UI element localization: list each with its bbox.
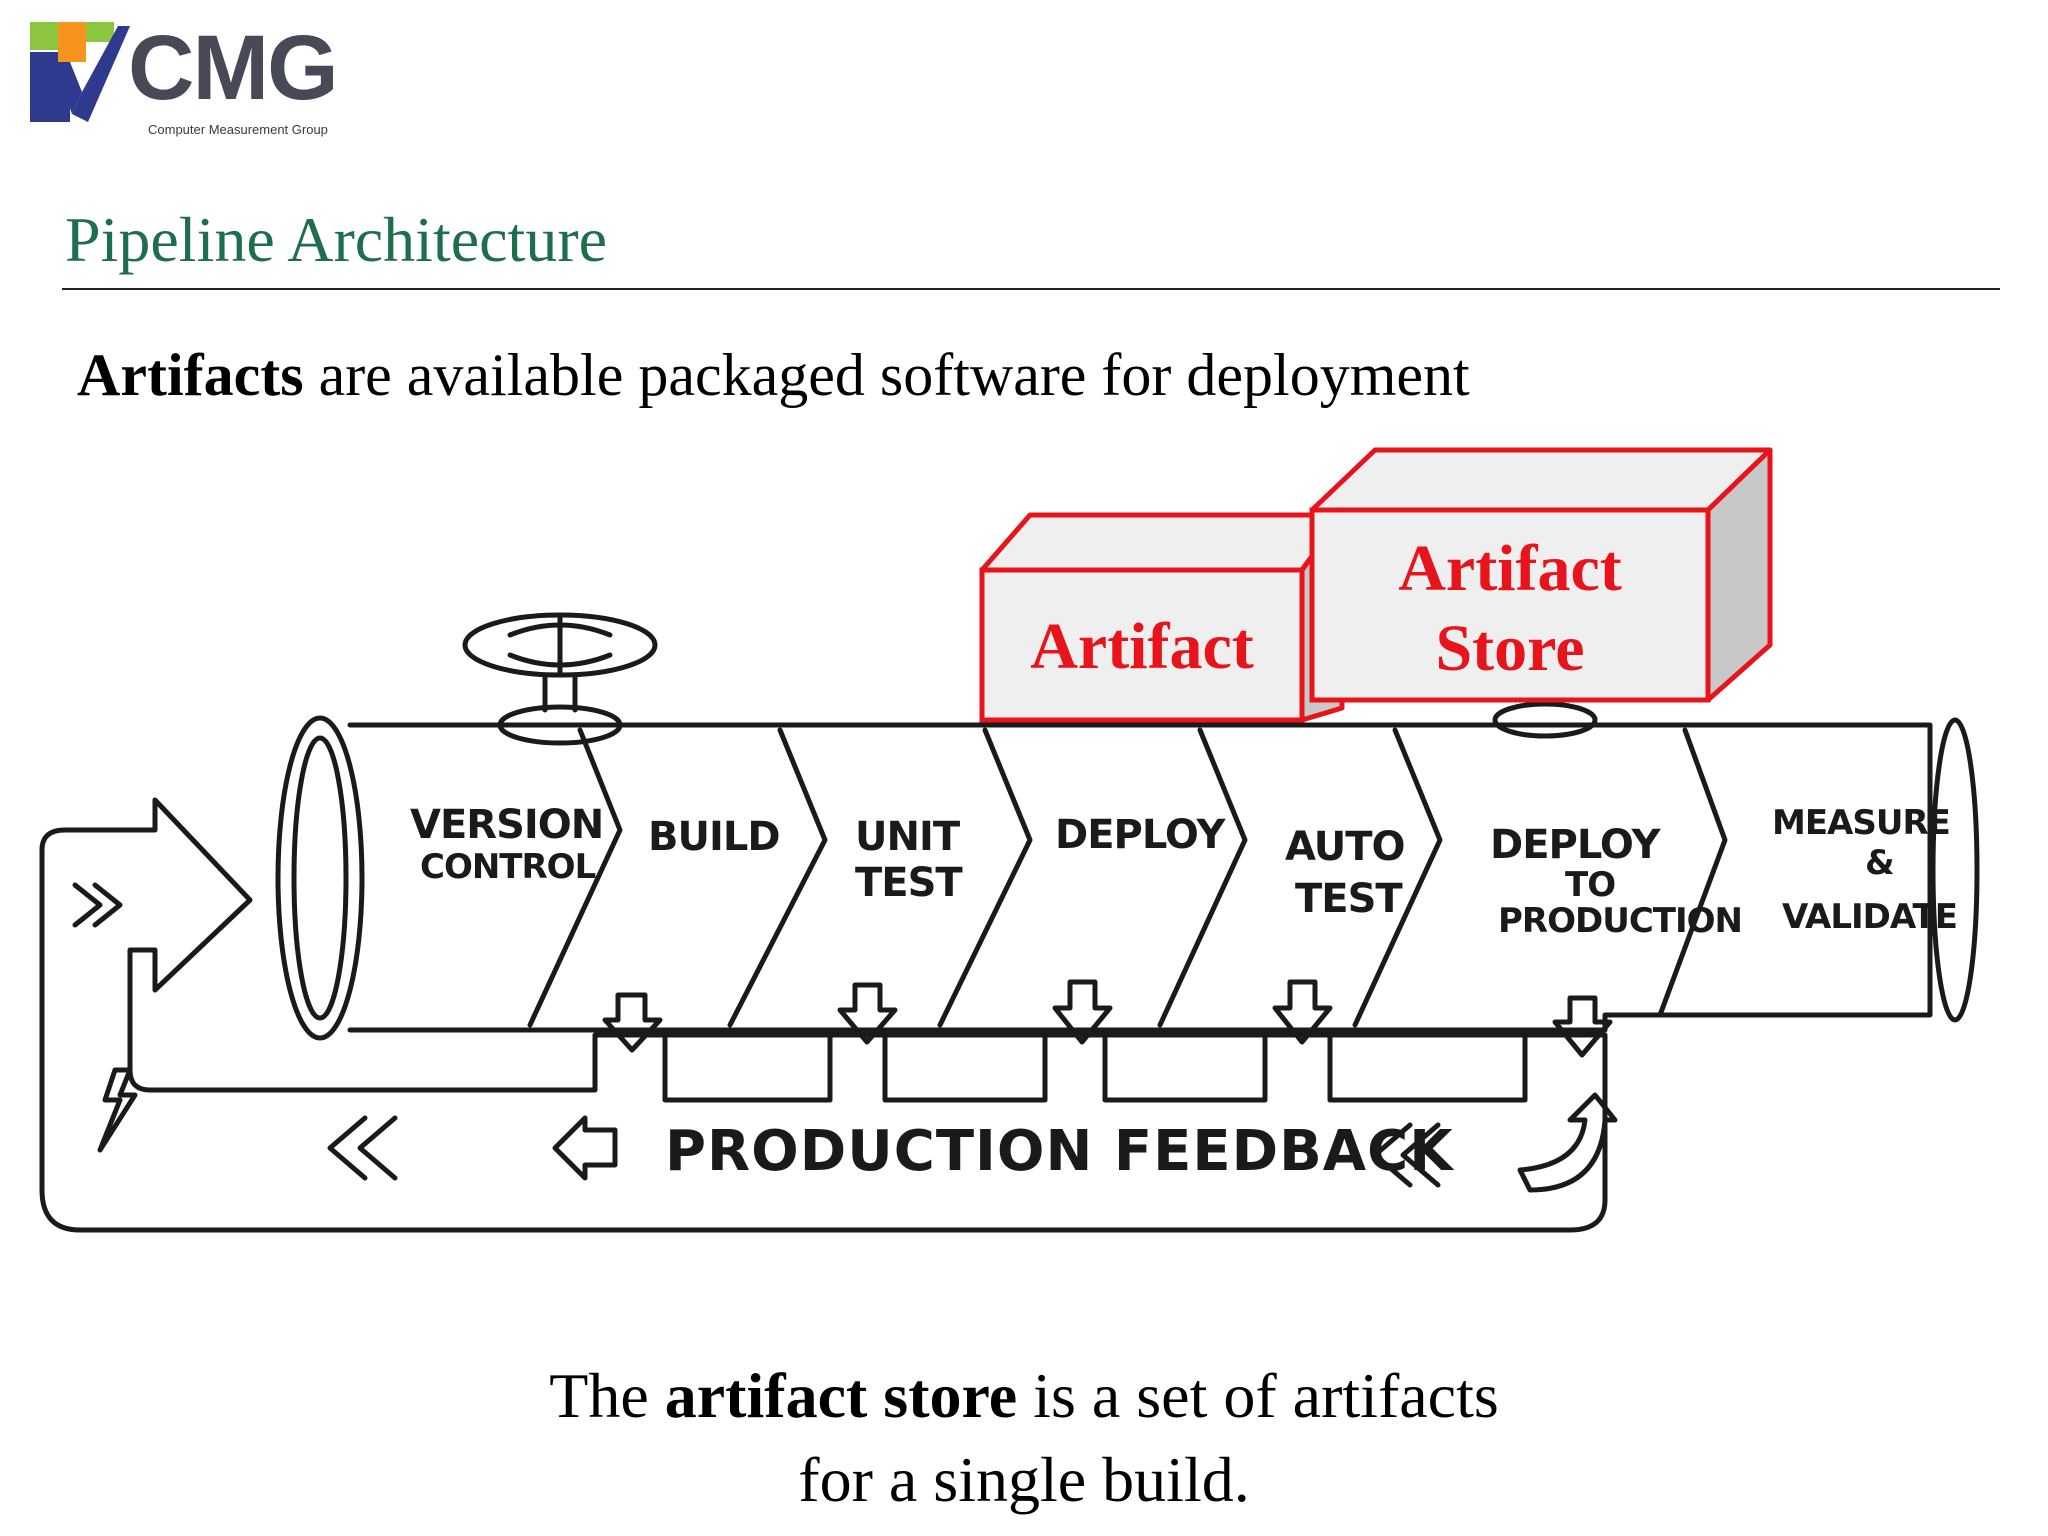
stage-deploy-prod-line3: PRODUCTION: [1498, 901, 1742, 941]
artifact-box-label: Artifact: [1030, 610, 1254, 683]
cmg-logo: CMG Computer Measurement Group: [28, 17, 348, 137]
stage-unit-test-line1: UNIT: [855, 814, 961, 860]
stage-version-control-line1: VERSION: [410, 802, 603, 848]
stage-unit-test-line2: TEST: [855, 860, 963, 906]
caption-bold: artifact store: [664, 1360, 1018, 1431]
stage-auto-test-line2: TEST: [1295, 876, 1403, 922]
feedback-loop: [39, 797, 1608, 1233]
pipeline-diagram: VERSION CONTROL BUILD UNIT TEST DEPLOY A…: [39, 447, 1980, 1233]
artifact-store-label-line2: Store: [1435, 612, 1584, 685]
caption: The artifact store is a set of artifacts…: [0, 1354, 2048, 1522]
stage-measure-line2: &: [1865, 843, 1894, 883]
artifact-store-box: Artifact Store: [1309, 447, 1773, 703]
production-feedback-label: PRODUCTION FEEDBACK: [665, 1119, 1455, 1184]
artifact-box: Artifact: [979, 512, 1345, 723]
stage-version-control-line2: CONTROL: [420, 847, 596, 887]
stage-measure-line3: VALIDATE: [1782, 897, 1957, 937]
stage-measure-line1: MEASURE: [1772, 803, 1950, 843]
stage-deploy-prod-line2: TO: [1565, 865, 1615, 905]
pipe-body: [347, 722, 1933, 1033]
logo-tagline: Computer Measurement Group: [148, 122, 328, 137]
cmg-logo-mark-icon: [30, 22, 130, 122]
lead-rest: are available packaged software for depl…: [303, 342, 1470, 408]
lead-sentence: Artifacts are available packaged softwar…: [77, 338, 1470, 412]
caption-line2: for a single build.: [798, 1444, 1250, 1515]
down-arrow-icon: [602, 992, 663, 1053]
stage-deploy-prod-line1: DEPLOY: [1490, 822, 1661, 868]
stage-deploy: DEPLOY: [1055, 812, 1226, 858]
caption-line1: The artifact store is a set of artifacts: [0, 1354, 2048, 1438]
artifact-store-label-line1: Artifact: [1398, 532, 1622, 605]
caption-pre: The: [549, 1360, 665, 1431]
stage-auto-test-line1: AUTO: [1285, 824, 1405, 870]
valve-base-right: [1492, 701, 1598, 739]
back-arrow-icon: [327, 1115, 398, 1181]
title-divider: [62, 288, 2000, 290]
slide-title: Pipeline Architecture: [65, 204, 608, 275]
stage-build: BUILD: [648, 814, 780, 860]
pipe-left-flange: [275, 715, 365, 1041]
pipe-right-flange: [1930, 717, 1980, 1023]
logo-brand-text: CMG: [128, 17, 339, 119]
caption-post: is a set of artifacts: [1017, 1360, 1499, 1431]
lead-bold: Artifacts: [77, 342, 304, 408]
